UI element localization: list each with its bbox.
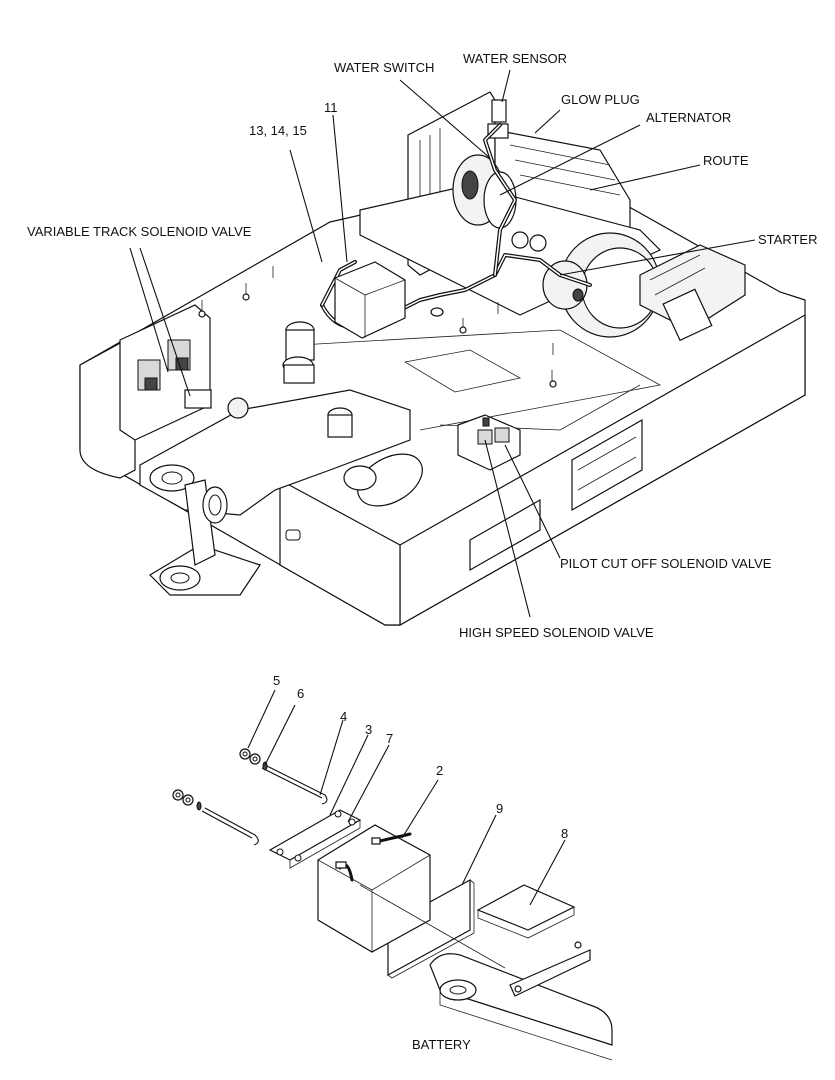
label-water-sensor: WATER SENSOR: [463, 51, 567, 66]
callout-13-14-15: 13, 14, 15: [249, 123, 307, 138]
label-variable-track-solenoid-valve: VARIABLE TRACK SOLENOID VALVE: [27, 224, 252, 239]
boom-bracket: [139, 321, 423, 596]
label-route: ROUTE: [703, 153, 749, 168]
label-water-switch: WATER SWITCH: [334, 60, 434, 75]
frame-front-body: [279, 478, 401, 626]
callout-9: 9: [496, 801, 503, 816]
callout-4: 4: [340, 709, 347, 724]
battery-tray: [429, 953, 613, 1046]
callout-8: 8: [561, 826, 568, 841]
label-starter: STARTER: [758, 232, 817, 247]
callout-11: 11: [324, 100, 338, 115]
fasteners: [198, 266, 557, 388]
variable-track-solenoid-valve-part: [119, 304, 212, 441]
label-pilot-cut-off-solenoid-valve: PILOT CUT OFF SOLENOID VALVE: [560, 556, 772, 571]
labels: WATER SWITCH WATER SENSOR GLOW PLUG ALTE…: [27, 51, 817, 1052]
label-alternator: ALTERNATOR: [646, 110, 731, 125]
starter-motor: [542, 232, 746, 342]
callout-5: 5: [273, 673, 280, 688]
label-battery: BATTERY: [412, 1037, 471, 1052]
label-glow-plug: GLOW PLUG: [561, 92, 640, 107]
vent-right: [571, 418, 643, 512]
pilot-valve-block: [457, 414, 521, 471]
callout-2: 2: [436, 763, 443, 778]
part-9-plate: [387, 878, 471, 977]
callout-6: 6: [297, 686, 304, 701]
vent-front: [469, 498, 541, 572]
callout-3: 3: [365, 722, 372, 737]
leader-lines: [129, 69, 756, 906]
battery-box-frame: [334, 261, 406, 339]
callout-7: 7: [386, 731, 393, 746]
battery-exploded-view: [172, 748, 613, 1061]
part-8-mat: [476, 884, 576, 931]
label-high-speed-solenoid-valve: HIGH SPEED SOLENOID VALVE: [459, 625, 654, 640]
